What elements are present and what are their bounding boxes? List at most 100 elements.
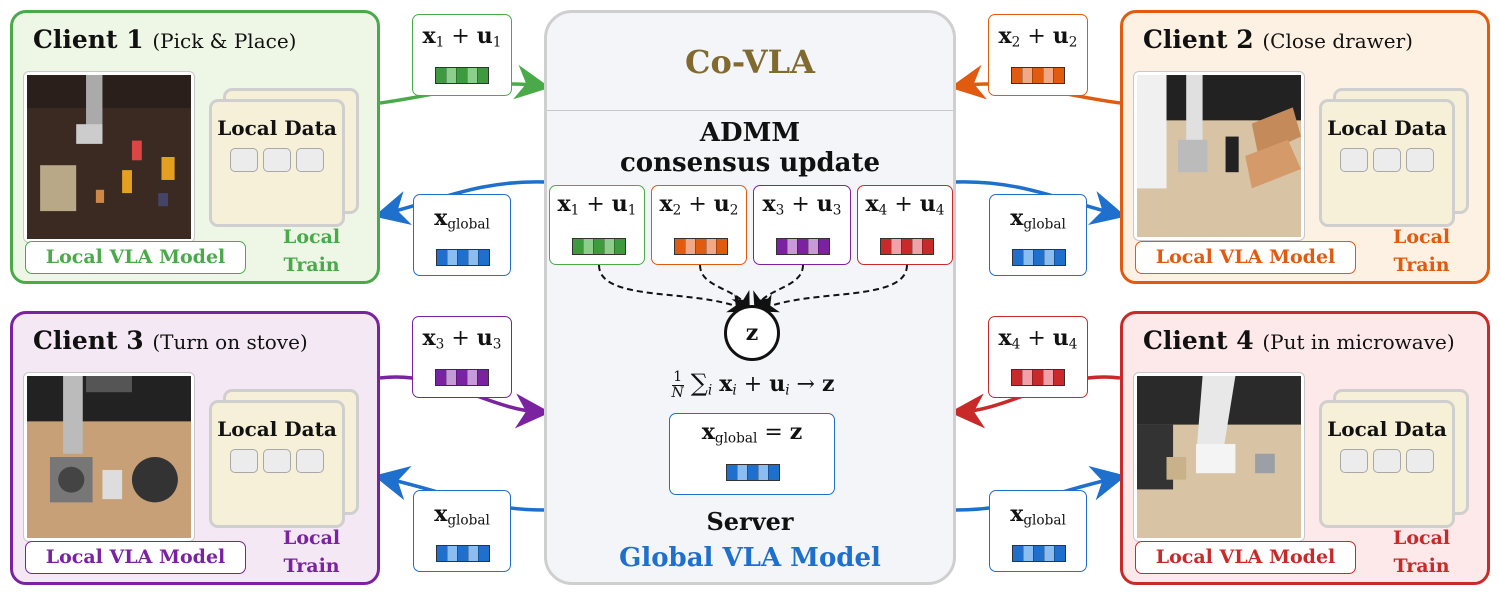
vector-cell (614, 239, 625, 254)
admm-title: ADMM consensus update (547, 118, 953, 178)
text-icon (1373, 148, 1401, 172)
param-4-vector (880, 238, 934, 255)
trajectory-icon (296, 148, 324, 172)
download-3-math: xglobal (434, 501, 490, 529)
vector-cell (1042, 370, 1054, 385)
download-3-vector (436, 545, 490, 562)
vector-cell (1032, 370, 1043, 385)
client-3-local-data: Local Data (209, 400, 345, 528)
client-1-data-icons (212, 148, 342, 172)
vector-cell (1021, 370, 1033, 385)
upload-box-client-4: x4 + u4 (988, 316, 1088, 398)
vector-cell (477, 370, 488, 385)
text-icon (263, 148, 291, 172)
client-2-local-data: Local Data (1319, 99, 1455, 227)
upload-1-math: x1 + u1 (422, 23, 502, 51)
vector-cell (1053, 370, 1064, 385)
vector-cell (477, 68, 488, 83)
client-1-title: Client 1 (Pick & Place) (33, 25, 297, 54)
client-4-panel: Client 4 (Put in microwave) Local Data L… (1120, 311, 1490, 585)
x-global-vector (726, 464, 780, 481)
vector-cell (1033, 546, 1044, 561)
server-param-2: x2 + u2 (651, 185, 747, 265)
vector-cell (603, 239, 615, 254)
vector-cell (445, 370, 457, 385)
upload-4-vector (1011, 369, 1065, 386)
server-name: Co-VLA (685, 43, 815, 81)
vector-cell (1021, 68, 1033, 83)
vector-cell (786, 239, 798, 254)
vector-cell (582, 239, 594, 254)
client-4-local-vla-model: Local VLA Model (1135, 541, 1356, 574)
client-3-data-icons (212, 449, 342, 473)
param-1-math: x1 + u1 (557, 191, 637, 219)
vector-cell (457, 250, 468, 265)
client-3-panel: Client 3 (Turn on stove) Local Data L (10, 311, 380, 585)
vector-cell (446, 250, 458, 265)
image-icon (230, 148, 258, 172)
vector-cell (1012, 68, 1022, 83)
vector-cell (727, 465, 737, 480)
upload-1-vector (435, 67, 489, 84)
client-2-data-icons (1322, 148, 1452, 172)
download-2-vector (1012, 249, 1066, 266)
vector-cell (684, 239, 696, 254)
param-1-vector (572, 238, 626, 255)
download-box-client-1: xglobal (413, 194, 511, 276)
vector-cell (777, 239, 787, 254)
vector-cell (1053, 68, 1064, 83)
consensus-z-node: z (724, 305, 780, 361)
vector-cell (911, 239, 923, 254)
vector-cell (467, 546, 479, 561)
upload-4-math: x4 + u4 (998, 325, 1078, 353)
client-2-title: Client 2 (Close drawer) (1143, 25, 1413, 54)
vector-cell (716, 239, 727, 254)
global-vla-model: Global VLA Model (619, 543, 881, 573)
client-2-local-vla-model: Local VLA Model (1135, 241, 1356, 274)
client-1-local-data: Local Data (209, 99, 345, 227)
client-1-local-data-label: Local Data (217, 116, 337, 140)
upload-3-vector (435, 369, 489, 386)
download-2-math: xglobal (1010, 205, 1066, 233)
upload-box-client-2: x2 + u2 (988, 14, 1088, 96)
image-icon (1340, 148, 1368, 172)
vector-cell (593, 239, 604, 254)
vector-cell (573, 239, 583, 254)
admm-line1: ADMM (699, 118, 801, 148)
vector-cell (478, 250, 489, 265)
aggregation-lines (598, 264, 908, 313)
client-3-title: Client 3 (Turn on stove) (33, 326, 308, 355)
server-label: Server (706, 507, 794, 536)
download-1-math: xglobal (434, 205, 490, 233)
vector-cell (1022, 250, 1034, 265)
client-2-robot-image (1133, 71, 1305, 241)
client-2-local-data-label: Local Data (1327, 116, 1447, 140)
text-icon (263, 449, 291, 473)
vector-cell (437, 546, 447, 561)
vector-cell (1054, 250, 1065, 265)
download-1-vector (436, 249, 490, 266)
download-4-math: xglobal (1010, 501, 1066, 529)
vector-cell (747, 465, 758, 480)
vector-cell (456, 370, 467, 385)
client-4-local-data: Local Data (1319, 400, 1455, 528)
vector-cell (1043, 250, 1055, 265)
vector-cell (797, 239, 808, 254)
trajectory-icon (1406, 148, 1434, 172)
download-box-client-4: xglobal (989, 490, 1087, 572)
vector-cell (437, 250, 447, 265)
image-icon (230, 449, 258, 473)
upload-box-client-1: x1 + u1 (412, 14, 512, 96)
download-box-client-3: xglobal (413, 490, 511, 572)
text-icon (1373, 449, 1401, 473)
x-global-assignment: xglobal = z (701, 419, 803, 447)
upload-3-math: x3 + u3 (422, 325, 502, 353)
vector-cell (467, 250, 479, 265)
vector-cell (881, 239, 891, 254)
vector-cell (890, 239, 902, 254)
